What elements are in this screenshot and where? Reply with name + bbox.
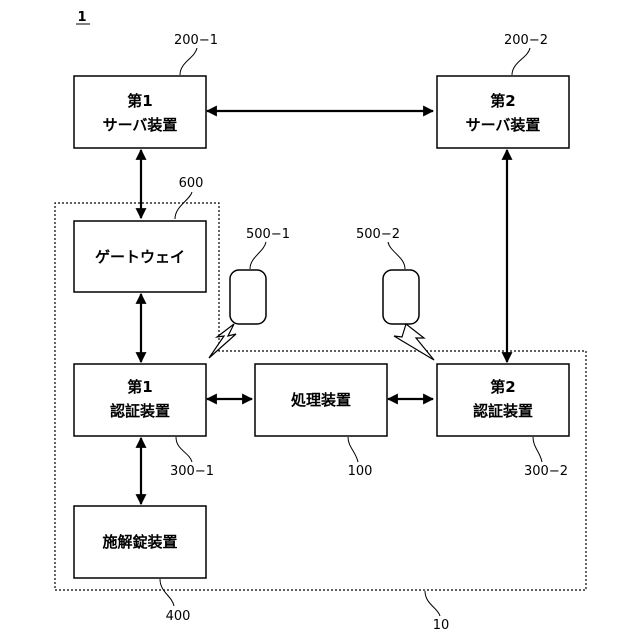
leader-terminal1: [250, 242, 266, 269]
ref-gateway: 600: [179, 176, 204, 191]
auth2-box: 第2 認証装置: [437, 364, 569, 436]
ref-server2: 200−2: [504, 33, 548, 48]
leader-lock: [160, 579, 174, 606]
ref-auth2: 300−2: [524, 464, 568, 479]
auth1-label-line1: 第1: [127, 378, 152, 396]
server1-label-line1: 第1: [127, 92, 152, 110]
ref-terminal2: 500−2: [356, 227, 400, 242]
leader-processor: [348, 437, 358, 462]
leader-auth2: [533, 437, 542, 462]
ref-terminal1: 500−1: [246, 227, 290, 242]
ref-system: 10: [433, 618, 450, 633]
leader-auth1: [176, 437, 192, 462]
figure-number: 1: [77, 10, 86, 25]
gateway-box: ゲートウェイ: [74, 221, 206, 292]
ref-auth1: 300−1: [170, 464, 214, 479]
auth2-label-line2: 認証装置: [473, 402, 533, 420]
leader-server1: [180, 48, 197, 75]
leader-system: [425, 591, 440, 616]
server1-label-line2: サーバ装置: [103, 116, 178, 134]
wireless-bolt-icon: [209, 324, 236, 358]
server2-label-line1: 第2: [490, 92, 515, 110]
ref-processor: 100: [348, 464, 373, 479]
processor-box: 処理装置: [255, 364, 387, 436]
ref-server1: 200−1: [174, 33, 218, 48]
leader-server2: [512, 48, 530, 75]
server2-label-line2: サーバ装置: [466, 116, 541, 134]
ref-lock: 400: [166, 609, 191, 624]
wireless-bolt-icon: [394, 324, 434, 360]
server2-box: 第2 サーバ装置: [437, 76, 569, 148]
leader-gateway: [175, 192, 192, 219]
terminal-500-2: [383, 270, 434, 360]
leader-terminal2: [388, 242, 405, 269]
auth1-box: 第1 認証装置: [74, 364, 206, 436]
auth2-label-line1: 第2: [490, 378, 515, 396]
server1-box: 第1 サーバ装置: [74, 76, 206, 148]
gateway-label: ゲートウェイ: [95, 248, 185, 266]
auth1-label-line2: 認証装置: [110, 402, 170, 420]
terminal-500-1: [209, 270, 266, 358]
lock-box: 施解錠装置: [74, 506, 206, 578]
processor-label: 処理装置: [290, 391, 351, 409]
lock-label: 施解錠装置: [102, 533, 177, 551]
